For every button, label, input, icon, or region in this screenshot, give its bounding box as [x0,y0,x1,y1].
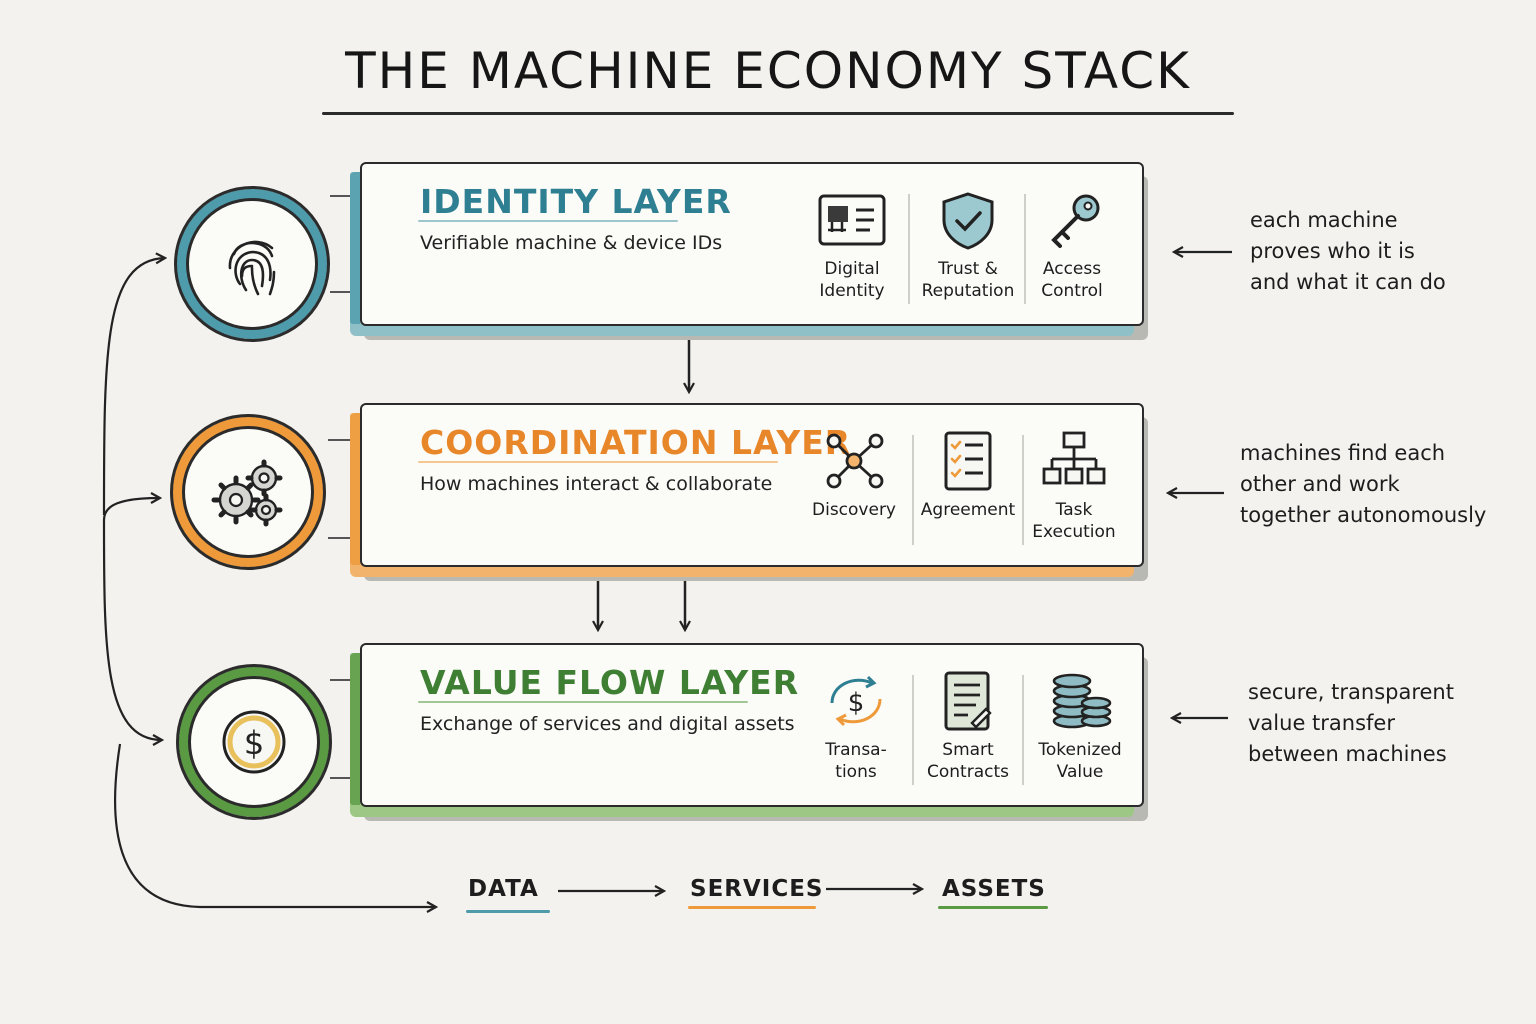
hierarchy-icon [1042,431,1106,485]
feature-label: Discovery [812,500,896,520]
feature-label: Access Control [1041,259,1103,301]
feature-digital-identity: Digital Identity [798,188,906,302]
fingerprint-icon [228,240,276,296]
feature-label: Smart Contracts [927,740,1009,782]
feature-smart-contracts: Smart Contracts [914,669,1022,783]
layer-description: Exchange of services and digital assets [420,713,795,735]
contract-icon [944,671,992,731]
value-circle: $ [176,664,332,820]
id-card-icon [818,194,886,246]
page-title: THE MACHINE ECONOMY STACK [345,42,1191,100]
value-note: secure, transparent value transfer betwe… [1248,680,1454,766]
loop-arrow-to-value [102,519,162,740]
layer-title: VALUE FLOW LAYER [420,663,800,702]
network-nodes-icon [826,433,884,489]
shield-check-icon [942,192,994,250]
flow-assets: ASSETS [942,876,1046,902]
coordination-note: machines find each other and work togeth… [1240,441,1487,527]
checklist-icon [944,431,992,491]
feature-discovery: Discovery [800,429,908,521]
feature-access-control: Access Control [1018,188,1126,302]
svg-text:$: $ [848,688,865,718]
flow-services: SERVICES [690,876,824,902]
flow-data: DATA [468,876,539,902]
coordination-circle [170,414,326,570]
layer-description: Verifiable machine & device IDs [420,232,723,254]
svg-text:$: $ [244,724,264,762]
identity-layer-card: IDENTITY LAYER Verifiable machine & devi… [350,162,1144,326]
feature-agreement: Agreement [914,429,1022,521]
feature-label: Transa‐ tions [825,740,887,782]
identity-note: each machine proves who it is and what i… [1250,208,1446,294]
key-icon [1051,194,1100,248]
feature-label: Agreement [920,500,1016,520]
feature-transactions: $ Transa‐ tions [802,669,910,783]
dollar-coin-icon: $ [222,710,286,774]
coin-stack-icon [1052,673,1112,729]
feature-label: Task Execution [1032,500,1116,542]
feature-label: Digital Identity [819,259,885,301]
gears-icon [211,459,283,527]
value-flow-layer-card: VALUE FLOW LAYER Exchange of services an… [350,643,1144,807]
loop-arrow-to-flow [113,743,436,907]
feature-task-execution: Task Execution [1020,429,1128,543]
feature-trust-reputation: Trust & Reputation [914,188,1022,302]
identity-circle [174,186,330,342]
layer-title: IDENTITY LAYER [420,182,732,221]
layer-title: COORDINATION LAYER [420,423,852,462]
loop-arrow-to-identity [102,258,165,516]
title-underline [322,112,1234,115]
feature-label: Trust & Reputation [921,259,1015,301]
feature-tokenized-value: Tokenized Value [1026,669,1134,783]
feature-label: Tokenized Value [1038,740,1122,782]
loop-arrow-to-coordination [102,498,160,521]
layer-description: How machines interact & collaborate [420,473,773,495]
dollar-cycle-icon: $ [830,675,882,727]
coordination-layer-card: COORDINATION LAYER How machines interact… [350,403,1144,567]
